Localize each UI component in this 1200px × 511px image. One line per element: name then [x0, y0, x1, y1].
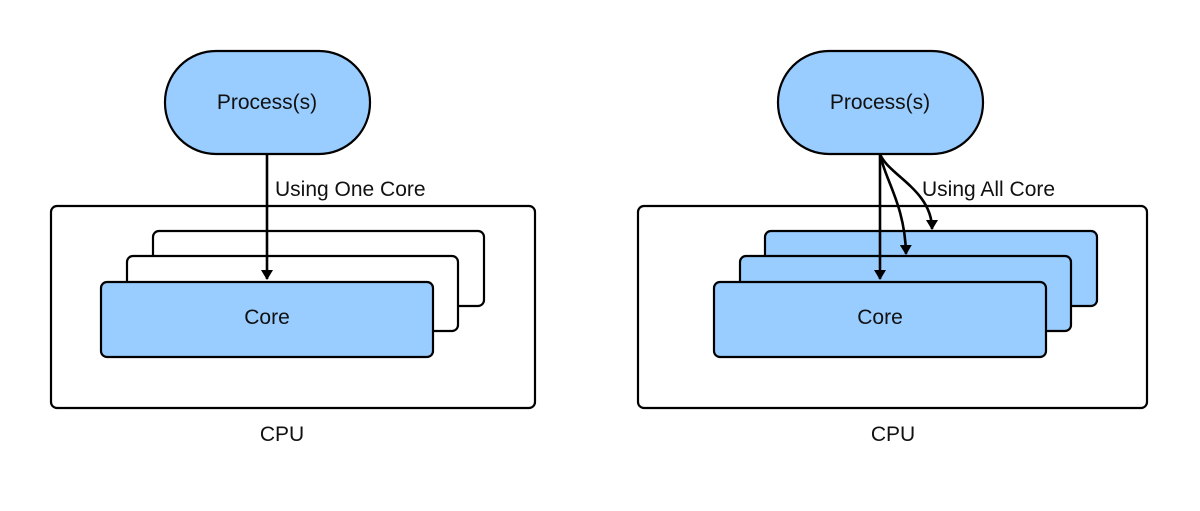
core-front	[712, 280, 1048, 359]
diagram-all-cores: Core Process(s) Using All Core CPU	[636, 49, 1149, 446]
cpu-label: CPU	[871, 423, 915, 446]
arrow-to-core-back-1	[878, 153, 912, 255]
arrow-label: Using One Core	[275, 178, 426, 201]
diagram-one-core: Core Process(s) Using One Core CPU	[49, 49, 537, 446]
core-label: Core	[857, 306, 903, 329]
core-label: Core	[244, 306, 290, 329]
process-label: Process(s)	[830, 91, 930, 114]
core-front	[99, 280, 435, 359]
arrow-to-core-back-2	[878, 153, 938, 230]
process-label: Process(s)	[217, 91, 317, 114]
arrow-label: Using All Core	[922, 178, 1055, 201]
cpu-label: CPU	[260, 423, 304, 446]
